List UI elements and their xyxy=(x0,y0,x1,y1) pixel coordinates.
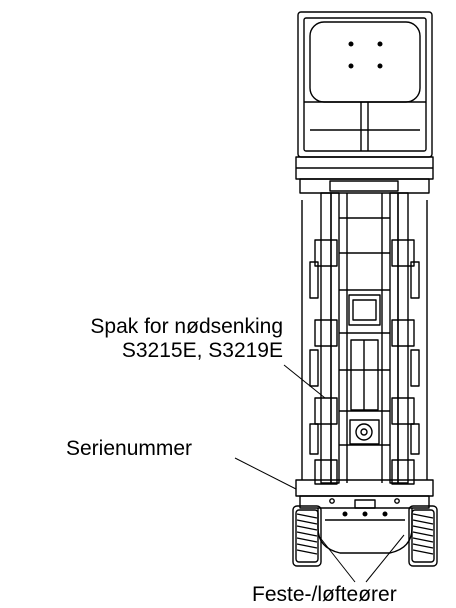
guardrail-top xyxy=(297,11,433,158)
leader-line-lug-right xyxy=(365,534,405,583)
emergency-lowering-lever-label: Spak for nødsenking S3215E, S3219E xyxy=(0,315,283,363)
right-wheel xyxy=(408,505,438,567)
emergency-lever-label-line2: S3215E, S3219E xyxy=(121,339,283,362)
leader-line-emergency-lever xyxy=(283,364,326,399)
chassis xyxy=(295,479,434,554)
tie-lift-lugs-label: Feste-/løfteører xyxy=(252,583,397,606)
platform-deck xyxy=(295,156,434,194)
leader-line-lug-left xyxy=(317,534,356,583)
emergency-lever-label-line1: Spak for nødsenking xyxy=(90,315,283,338)
leader-line-serial-number xyxy=(234,457,297,490)
serial-number-label: Serienummer xyxy=(66,437,193,460)
scissor-stack xyxy=(301,192,428,485)
left-wheel xyxy=(292,505,322,567)
